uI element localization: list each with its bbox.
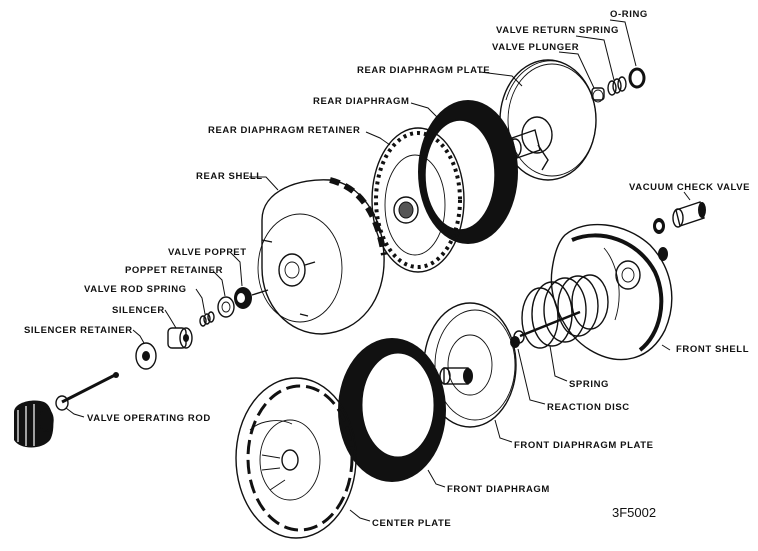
silencer-part (167, 327, 193, 349)
valve-plunger-part (591, 87, 605, 103)
label-center-plate: CENTER PLATE (372, 518, 451, 529)
leader-lines (65, 19, 691, 522)
valve-operating-rod-part (14, 372, 119, 448)
figure-code: 3F5002 (612, 505, 656, 520)
label-front-diaphragm: FRONT DIAPHRAGM (447, 484, 550, 495)
label-front-diaphragm-plate: FRONT DIAPHRAGM PLATE (514, 440, 654, 451)
label-valve-return-spring: VALVE RETURN SPRING (496, 25, 619, 36)
front-shell-part (550, 223, 673, 361)
label-silencer: SILENCER (112, 305, 165, 316)
valve-poppet-part (234, 287, 269, 309)
rear-shell-part (257, 177, 387, 335)
spring-part (513, 274, 609, 349)
rear-diaphragm-part (418, 100, 518, 244)
label-silencer-retainer: SILENCER RETAINER (24, 325, 133, 336)
valve-return-spring-part (607, 76, 627, 96)
label-rear-diaphragm-plate: REAR DIAPHRAGM PLATE (357, 65, 490, 76)
center-plate-part (235, 377, 357, 539)
label-rear-diaphragm-retainer: REAR DIAPHRAGM RETAINER (208, 125, 360, 136)
poppet-retainer-part (217, 296, 235, 318)
label-valve-plunger: VALVE PLUNGER (492, 42, 579, 53)
label-valve-rod-spring: VALVE ROD SPRING (84, 284, 187, 295)
vacuum-check-valve-part (653, 201, 706, 261)
label-poppet-retainer: POPPET RETAINER (125, 265, 223, 276)
label-rear-diaphragm: REAR DIAPHRAGM (313, 96, 410, 107)
label-valve-poppet: VALVE POPPET (168, 247, 247, 258)
silencer-retainer-part (135, 342, 157, 370)
label-valve-operating-rod: VALVE OPERATING ROD (87, 413, 211, 424)
label-rear-shell: REAR SHELL (196, 171, 263, 182)
front-diaphragm-part (338, 338, 446, 482)
valve-rod-spring-part (199, 311, 215, 327)
label-front-shell: FRONT SHELL (676, 344, 749, 355)
label-vacuum-check-valve: VACUUM CHECK VALVE (629, 182, 750, 193)
rear-diaphragm-retainer-part (371, 127, 465, 273)
label-spring: SPRING (569, 379, 609, 390)
o-ring-part (628, 67, 646, 89)
label-o-ring: O-RING (610, 9, 648, 20)
label-reaction-disc: REACTION DISC (547, 402, 630, 413)
